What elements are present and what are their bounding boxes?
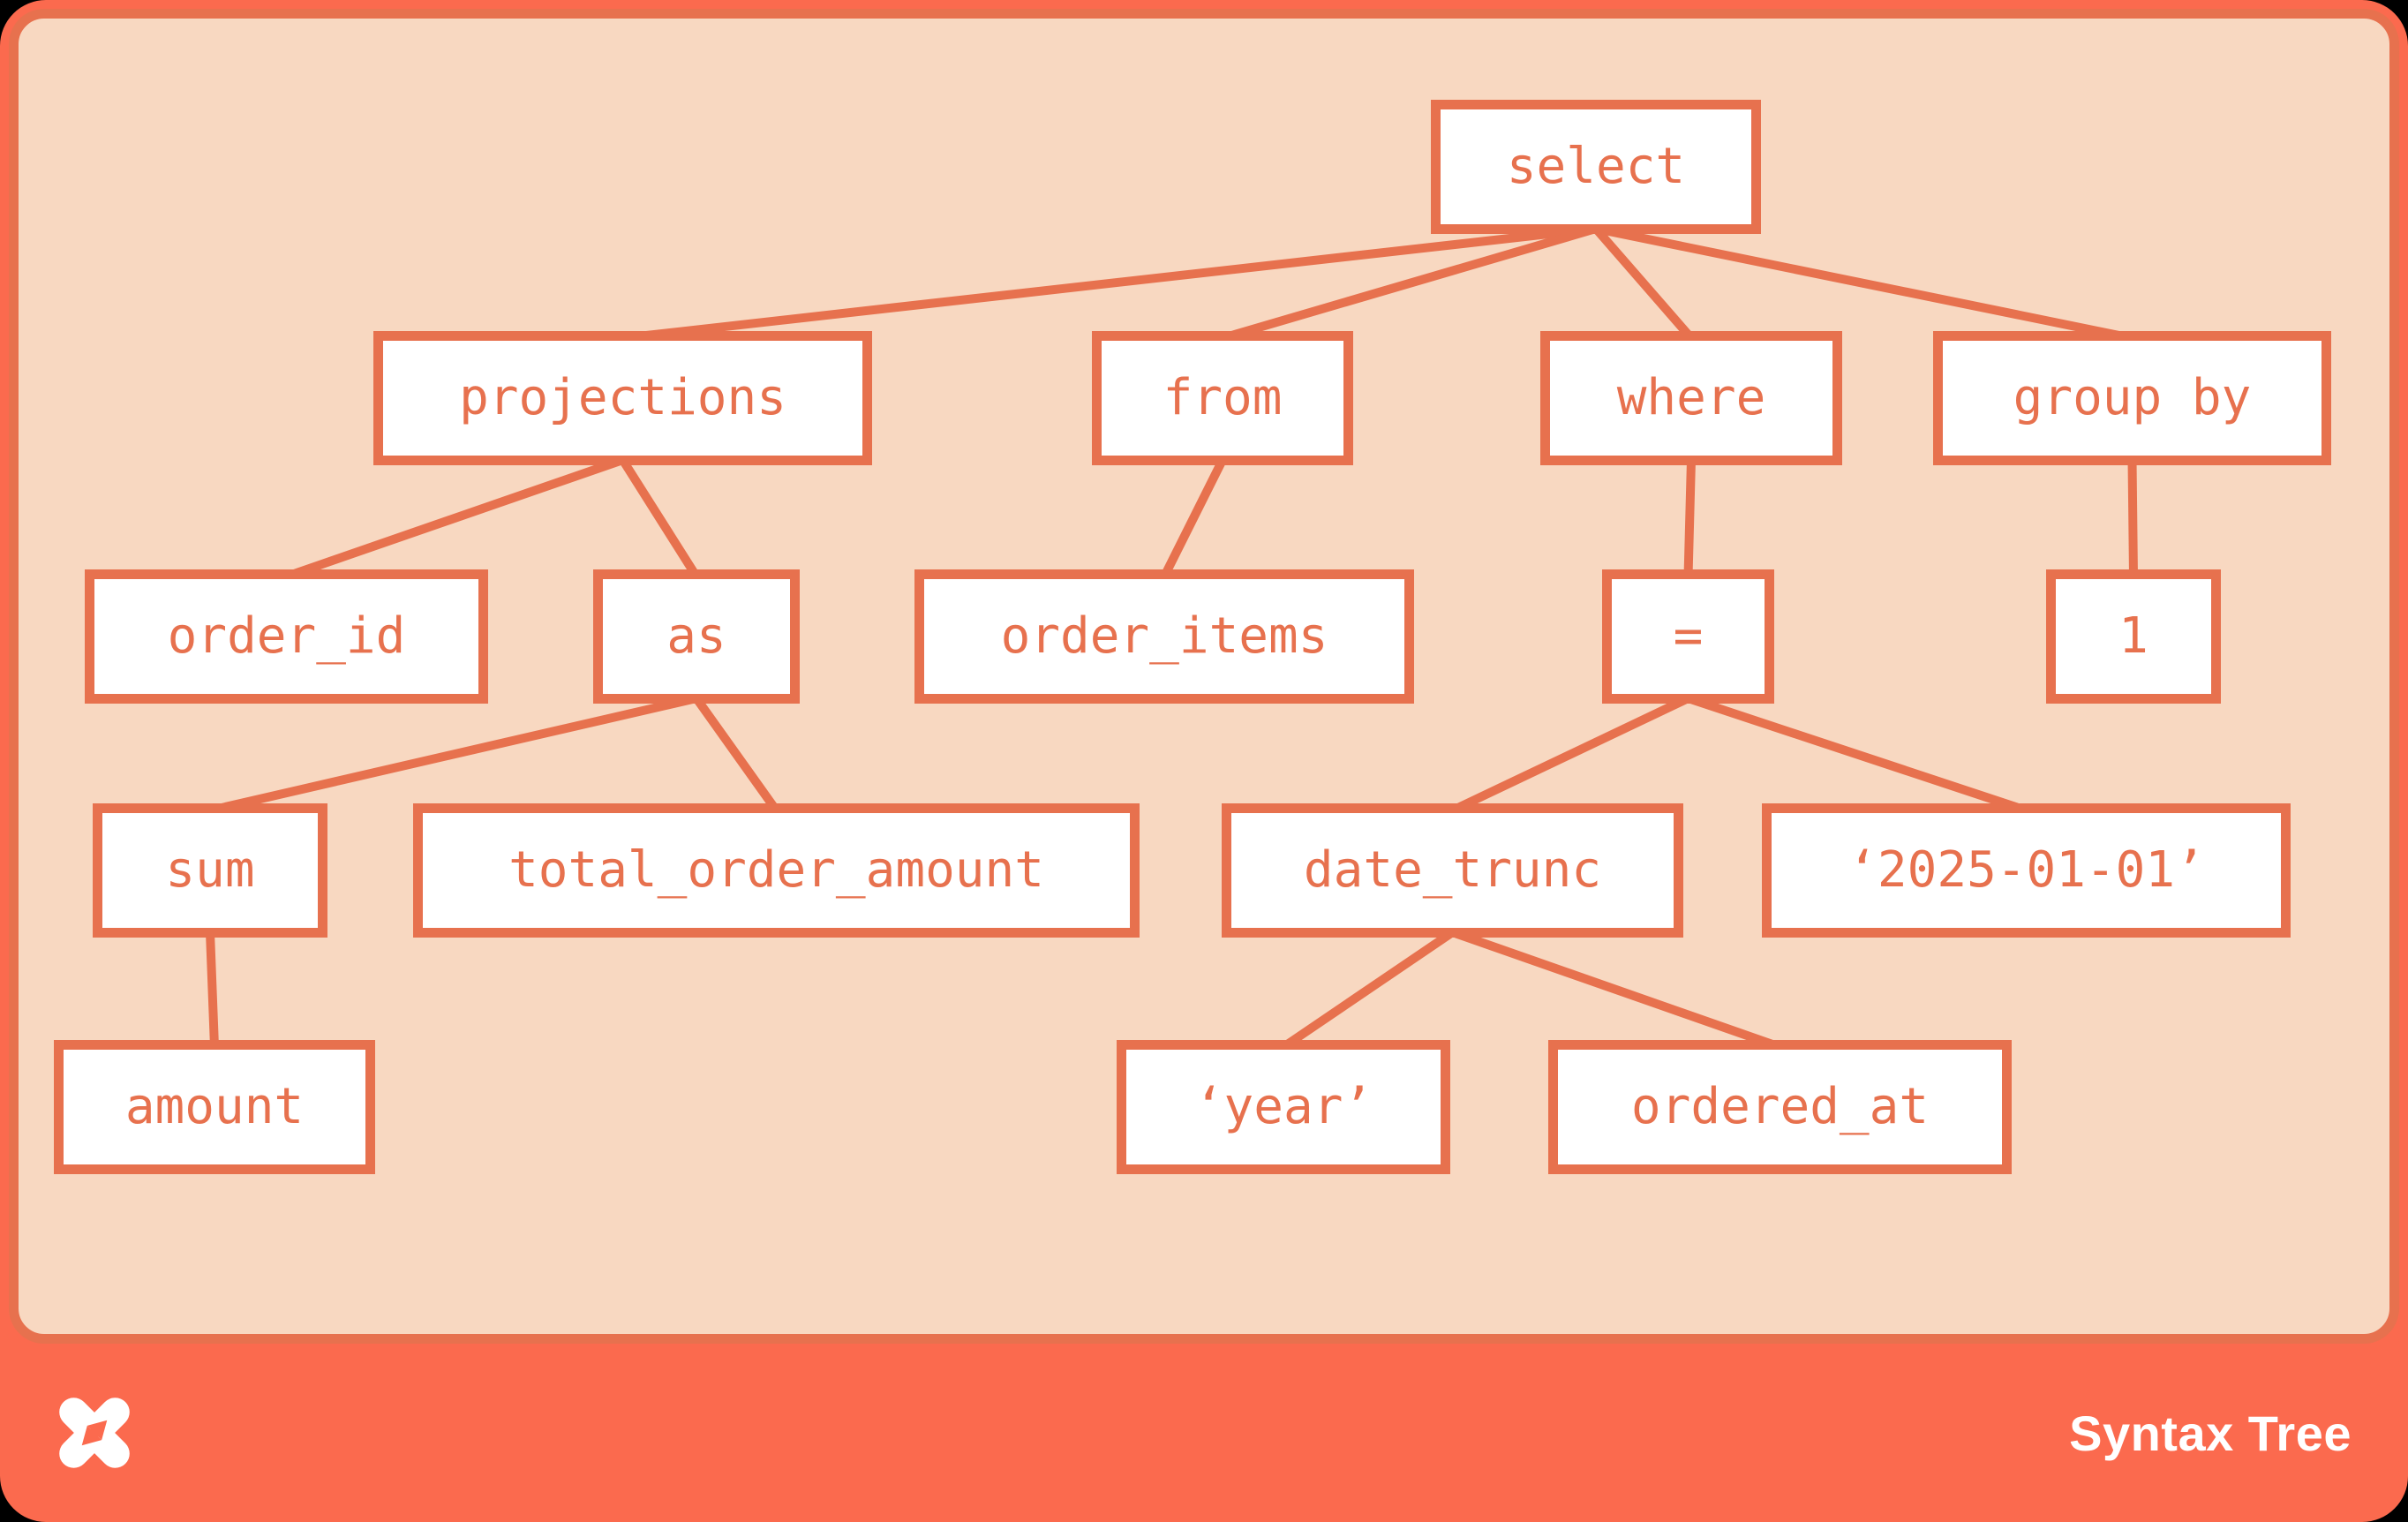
footer-bar: Syntax Tree: [0, 1344, 2408, 1522]
tree-node-as: as: [593, 569, 800, 704]
tree-node-group_by: group by: [1933, 331, 2331, 465]
tree-node-order_items: order_items: [914, 569, 1414, 704]
tree-node-total_order_amount: total_order_amount: [413, 803, 1140, 938]
tree-node-projections: projections: [373, 331, 872, 465]
tree-node-amount: amount: [54, 1040, 375, 1174]
tree-node-select: select: [1431, 100, 1761, 234]
tree-node-order_id: order_id: [85, 569, 488, 704]
tree-node-date_trunc: date_trunc: [1222, 803, 1683, 938]
tree-node-sum: sum: [93, 803, 327, 938]
tree-node-one: 1: [2046, 569, 2221, 704]
tree-node-from: from: [1092, 331, 1353, 465]
tree-node-eq: =: [1602, 569, 1774, 704]
tree-node-year_literal: ‘year’: [1117, 1040, 1450, 1174]
tree-node-date_literal: ‘2025-01-01’: [1762, 803, 2291, 938]
tree-node-ordered_at: ordered_at: [1548, 1040, 2012, 1174]
tree-node-where: where: [1540, 331, 1842, 465]
footer-title: Syntax Tree: [2069, 1405, 2352, 1461]
dbt-logo-icon: [59, 1398, 130, 1468]
